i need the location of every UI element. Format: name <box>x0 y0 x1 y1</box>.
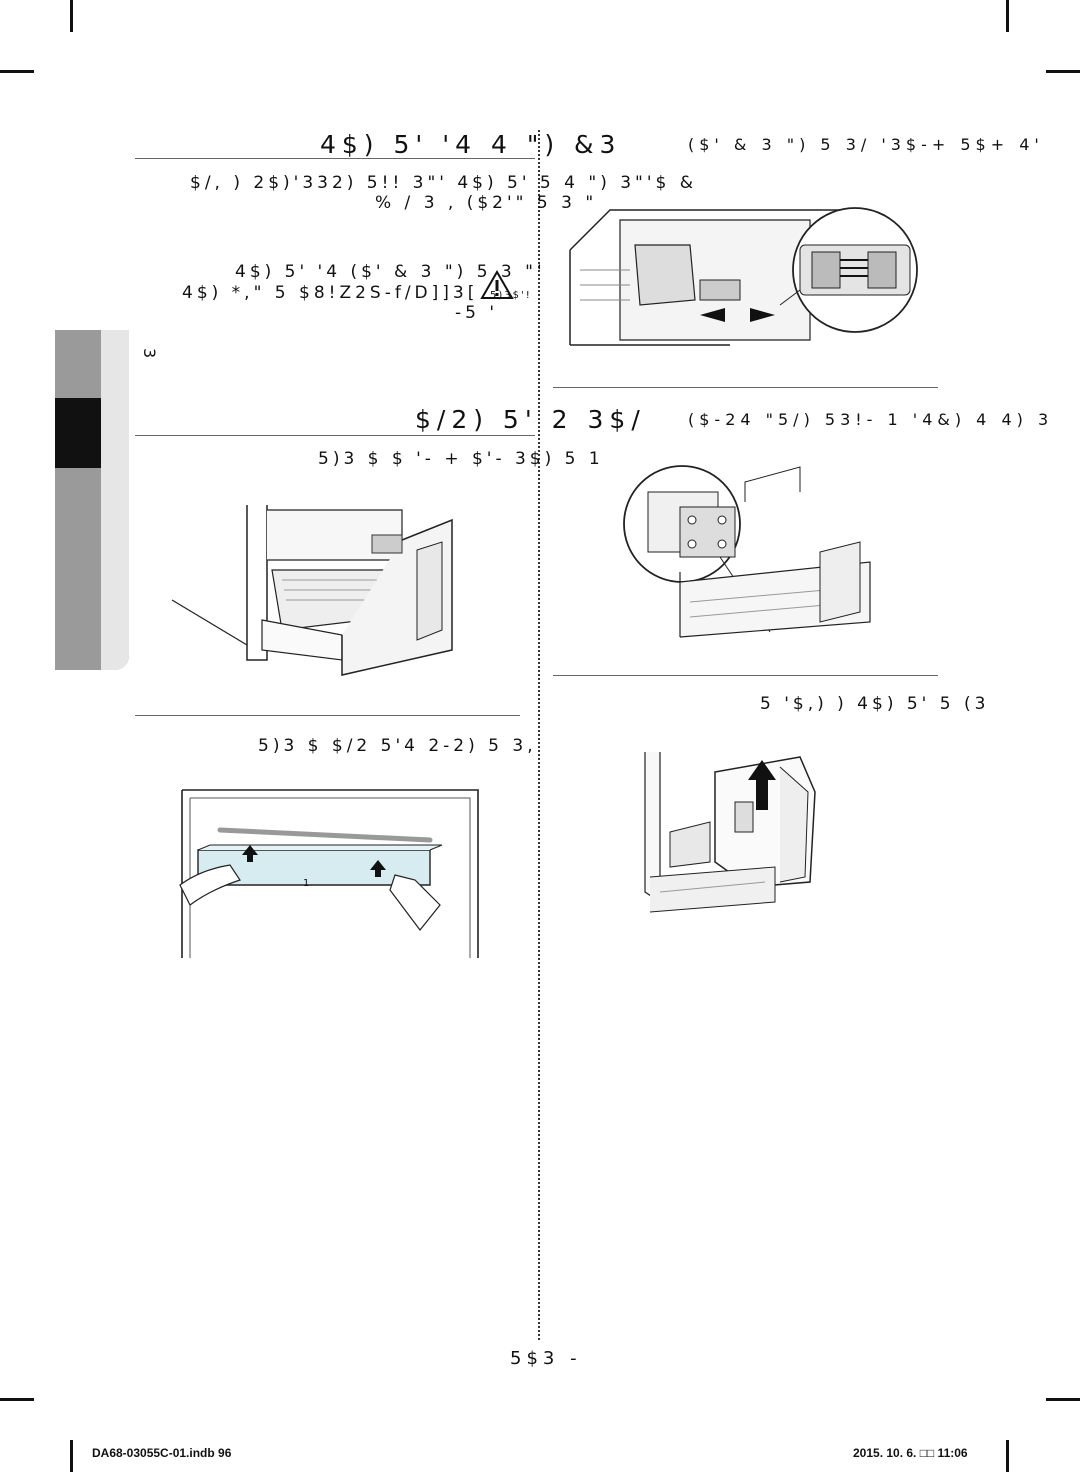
column-divider <box>538 130 540 1340</box>
crop-mark <box>70 1440 73 1472</box>
warning-label: 5)3$'! <box>490 290 532 301</box>
step-text: 5)3 $ $/2 5'4 2-2) 5 3, <box>258 736 537 756</box>
section-rule <box>135 715 520 716</box>
section-heading-top-right: ($' & 3 ") 5 3/ '3$-+ 5$+ 4' <box>688 135 1044 154</box>
figure-door-lift <box>644 752 816 913</box>
side-tab-active <box>55 398 101 468</box>
crop-mark <box>1006 0 1009 32</box>
section-heading-middle-right: ($-24 "5/) 53!- 1 '4&) 4 4) 3 <box>688 410 1054 429</box>
heading-rule <box>135 435 535 436</box>
figure-shelf-removal <box>179 789 479 958</box>
footer-file: DA68-03055C-01.indb 96 <box>92 1446 232 1460</box>
section-heading-top: 4$) 5' '4 4 ") &3 <box>320 130 622 159</box>
crop-mark <box>1006 1440 1009 1472</box>
step-text: 5 '$,) ) 4$) 5' 5 (3 <box>760 694 990 714</box>
figure-hinge-connector <box>569 207 918 346</box>
crop-mark <box>0 1398 34 1401</box>
paragraph-line: 4$) *," 5 $8!Z2S-f/D]]3[ <box>182 283 479 303</box>
side-tab-light <box>101 330 129 670</box>
figure-callout: 1 <box>303 878 310 889</box>
paragraph-line: -5 ' <box>455 303 499 323</box>
crop-mark <box>70 0 73 32</box>
section-rule <box>553 387 938 388</box>
figure-hinge-bracket <box>623 465 871 638</box>
paragraph-line: 4$) 5' '4 ($' & 3 ") 5 3 "' <box>235 262 546 282</box>
section-heading-middle: $/2) 5' 2 3$/ <box>415 405 646 434</box>
section-rule <box>553 675 938 676</box>
crop-mark <box>0 70 34 73</box>
figure-freezer-drawer <box>171 505 453 676</box>
step-text: 5)3 $ $ '- + $'- 3$) 5 1 <box>318 449 604 469</box>
paragraph-line: % / 3 , ($2'" 5 3 " <box>375 193 598 213</box>
page-number: 5$3 - <box>510 1348 582 1369</box>
warning-icon <box>480 269 514 299</box>
crop-mark <box>1046 70 1080 73</box>
paragraph-line: $/, ) 2$)'332) 5!! 3"' 4$) 5' 5 4 ") 3"'… <box>190 173 698 193</box>
side-tab-label: 3 <box>140 348 159 359</box>
crop-mark <box>1046 1398 1080 1401</box>
heading-rule <box>135 158 535 159</box>
side-tab: 3 <box>55 330 159 670</box>
footer-datetime: 2015. 10. 6. □□ 11:06 <box>853 1446 968 1460</box>
